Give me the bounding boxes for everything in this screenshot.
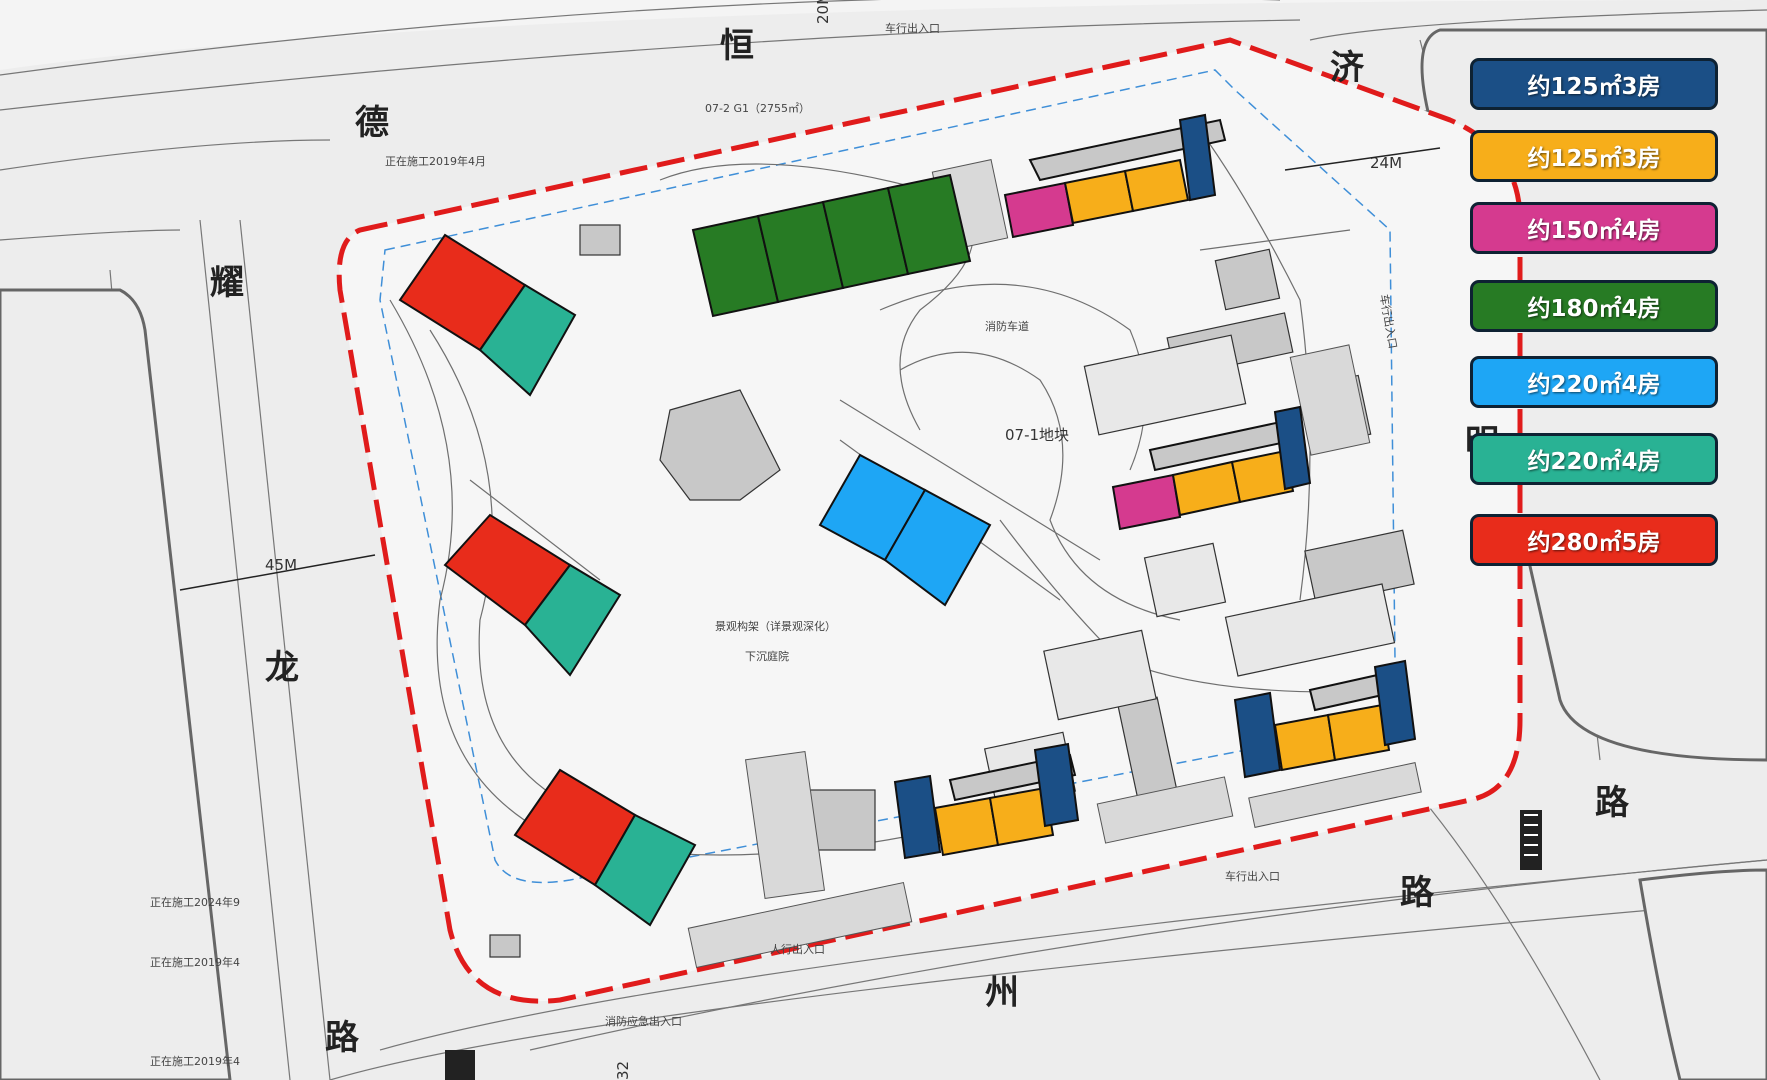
- const-label-2: 正在施工2024年9: [150, 895, 240, 909]
- sunken-label: 下沉庭院: [745, 649, 789, 663]
- road-top-char-2: 恒: [720, 26, 754, 66]
- neighbor-label: 07-2 G1（2755㎡）: [705, 102, 810, 115]
- legend-item-150-4bed: 约150㎡4房: [1470, 202, 1718, 254]
- dim-top: 20M: [814, 0, 832, 24]
- road-bottom-char-1: 路: [1400, 873, 1434, 913]
- road-left-char-2: 龙: [265, 648, 299, 688]
- vehicle-entry-top: 车行出入口: [885, 21, 940, 35]
- building-bottom-mid: [893, 742, 1080, 860]
- legend-item-125-3bed-navy: 约125㎡3房: [1470, 58, 1718, 110]
- legend-item-125-3bed-orange: 约125㎡3房: [1470, 130, 1718, 182]
- const-label-4: 正在施工2019年4: [150, 1054, 240, 1068]
- site-label: 07-1地块: [1005, 426, 1069, 444]
- building-180-4bed: [691, 173, 972, 318]
- hatched-plazas: [687, 159, 1422, 969]
- road-left-char-1: 耀: [210, 263, 244, 303]
- fire-road-label: 消防车道: [985, 319, 1029, 333]
- building-mid-right: [1111, 405, 1312, 531]
- building-top-right: [1003, 113, 1227, 239]
- vehicle-entry-bottom: 车行出入口: [1225, 869, 1280, 883]
- road-bottom-char-2: 州: [985, 973, 1019, 1013]
- building-280-5bed-group: [398, 233, 697, 927]
- road-left-char-3: 路: [325, 1018, 359, 1058]
- landscape-label: 景观构架（详景观深化）: [715, 619, 836, 633]
- const-label-3: 正在施工2019年4: [150, 955, 240, 969]
- dim-bottom: 32: [614, 1061, 632, 1080]
- fire-entry: 消防应急出入口: [605, 1014, 682, 1028]
- legend-item-220-4bed-blue: 约220㎡4房: [1470, 356, 1718, 408]
- road-top-char-3: 济: [1330, 48, 1364, 88]
- legend-item-180-4bed: 约180㎡4房: [1470, 280, 1718, 332]
- legend-item-280-5bed: 约280㎡5房: [1470, 514, 1718, 566]
- pedestrian-entry: 人行出入口: [770, 942, 825, 956]
- road-right-char-2: 路: [1595, 783, 1629, 823]
- building-bottom-right: [1233, 659, 1417, 779]
- dim-right: 24M: [1370, 154, 1402, 172]
- road-top-char-1: 德: [355, 103, 389, 143]
- legend-item-220-4bed-teal: 约220㎡4房: [1470, 433, 1718, 485]
- building-220-4bed-blue: [818, 453, 992, 607]
- const-label-1: 正在施工2019年4月: [385, 154, 486, 168]
- dim-left: 45M: [265, 556, 297, 574]
